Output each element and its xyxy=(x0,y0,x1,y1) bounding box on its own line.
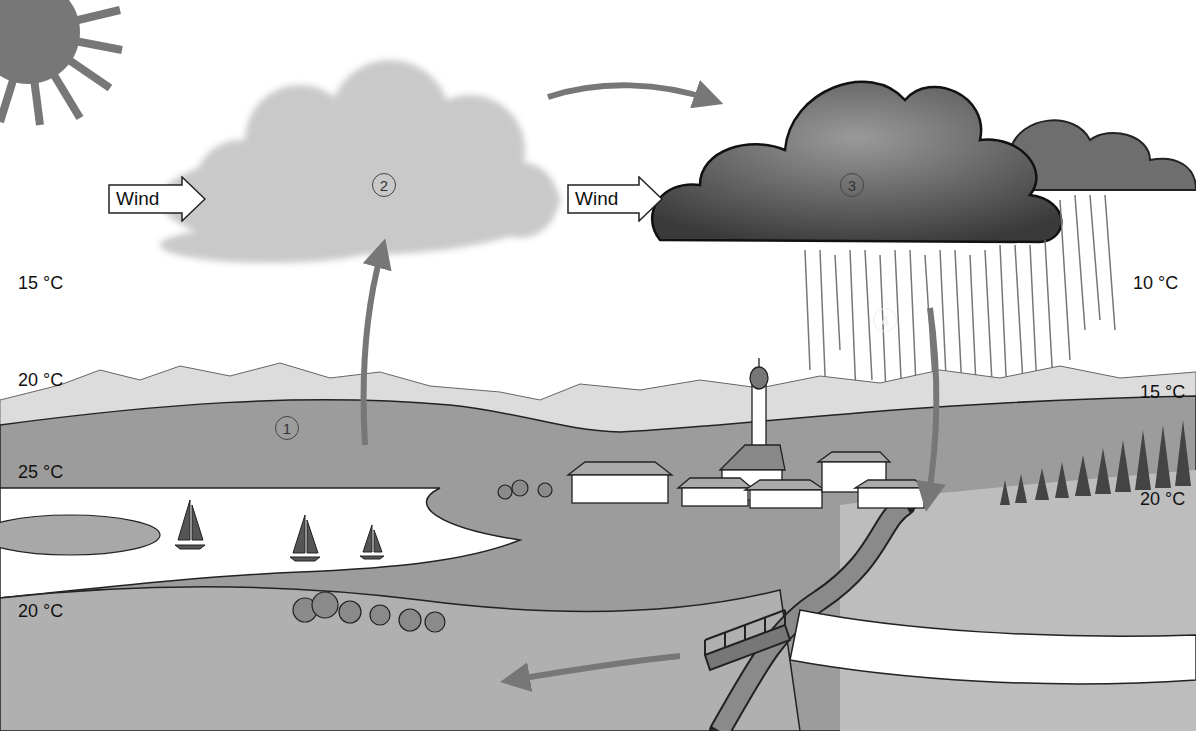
arrow-shape xyxy=(568,177,662,221)
temperature-label: 20 °C xyxy=(18,602,63,620)
temperature-label: 10 °C xyxy=(1133,274,1178,292)
hills xyxy=(0,396,1196,731)
light-cloud xyxy=(160,60,560,263)
island xyxy=(0,515,160,555)
sailboats xyxy=(175,500,384,561)
foreground-hill xyxy=(0,587,800,731)
sun xyxy=(0,0,122,125)
callout-number: 1 xyxy=(275,416,299,440)
arrow-shape xyxy=(109,177,205,221)
callout-number: 4 xyxy=(873,308,897,332)
bridge xyxy=(705,610,790,670)
rain-cloud xyxy=(652,82,1061,242)
cycle-arrows xyxy=(364,85,937,680)
temperature-label: 15 °C xyxy=(1140,383,1185,401)
callout-number: 3 xyxy=(840,173,864,197)
village xyxy=(568,358,925,508)
bushes xyxy=(293,480,552,632)
wind-arrow: Wind xyxy=(108,176,206,222)
callout-number: 2 xyxy=(372,173,396,197)
lower-river xyxy=(790,610,1196,684)
wind-text: Wind xyxy=(116,176,159,222)
temperature-label: 20 °C xyxy=(18,371,63,389)
wind-arrow: Wind xyxy=(567,176,663,222)
wind-text: Wind xyxy=(575,176,618,222)
temperature-label: 15 °C xyxy=(18,274,63,292)
distant-mountains xyxy=(0,363,1196,731)
temperature-label: 25 °C xyxy=(18,463,63,481)
temperature-label: 20 °C xyxy=(1140,490,1185,508)
